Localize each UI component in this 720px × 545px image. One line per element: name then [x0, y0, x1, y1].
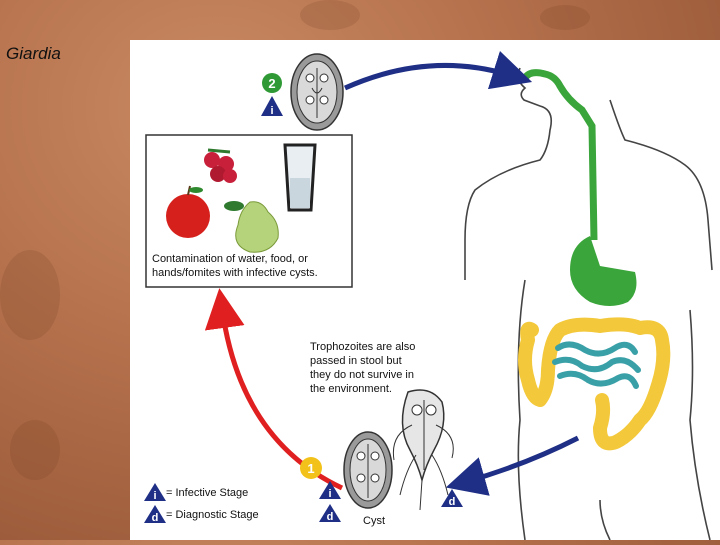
ingestion-arrow [345, 65, 513, 88]
life-cycle-diagram: 2 i Contamination of water, food, or han… [130, 40, 720, 540]
slide-title: Giardia [6, 44, 61, 64]
small-intestine [555, 344, 638, 386]
cyst-label: Cyst [363, 515, 385, 527]
water-glass-icon [285, 145, 315, 210]
legend-diagnostic-letter: d [152, 512, 159, 524]
contamination-arrow [222, 308, 342, 488]
contamination-caption-line-1: Contamination of water, food, or [152, 253, 308, 265]
trophozoite-note-line-1: Trophozoites are also [310, 341, 415, 353]
infective-stage-letter: i [270, 105, 273, 117]
trophozoite-note-line-3: they do not survive in [310, 369, 414, 381]
legend-diagnostic-label: = Diagnostic Stage [166, 509, 259, 521]
cyst-infective-letter: i [328, 488, 331, 500]
contamination-caption-line-2: hands/fomites with infective cysts. [152, 267, 318, 279]
ingested-cyst [291, 54, 343, 130]
cyst-diagnostic-letter: d [327, 511, 334, 523]
legend: i = Infective Stage d = Diagnostic Stage [144, 483, 259, 524]
excreted-cyst [344, 432, 392, 508]
stage-1-number: 1 [307, 461, 314, 476]
legend-infective-letter: i [153, 490, 156, 502]
upper-gi-tract [525, 73, 636, 306]
trophozoite-diagnostic-letter: d [449, 496, 456, 508]
life-cycle-panel: 2 i Contamination of water, food, or han… [130, 40, 720, 540]
legend-infective-label: = Infective Stage [166, 487, 248, 499]
trophozoite [393, 390, 453, 510]
trophozoite-note-line-2: passed in stool but [310, 355, 402, 367]
trophozoite-note-line-4: the environment. [310, 383, 392, 395]
excretion-arrow [465, 438, 578, 482]
stage-2-number: 2 [268, 76, 275, 91]
